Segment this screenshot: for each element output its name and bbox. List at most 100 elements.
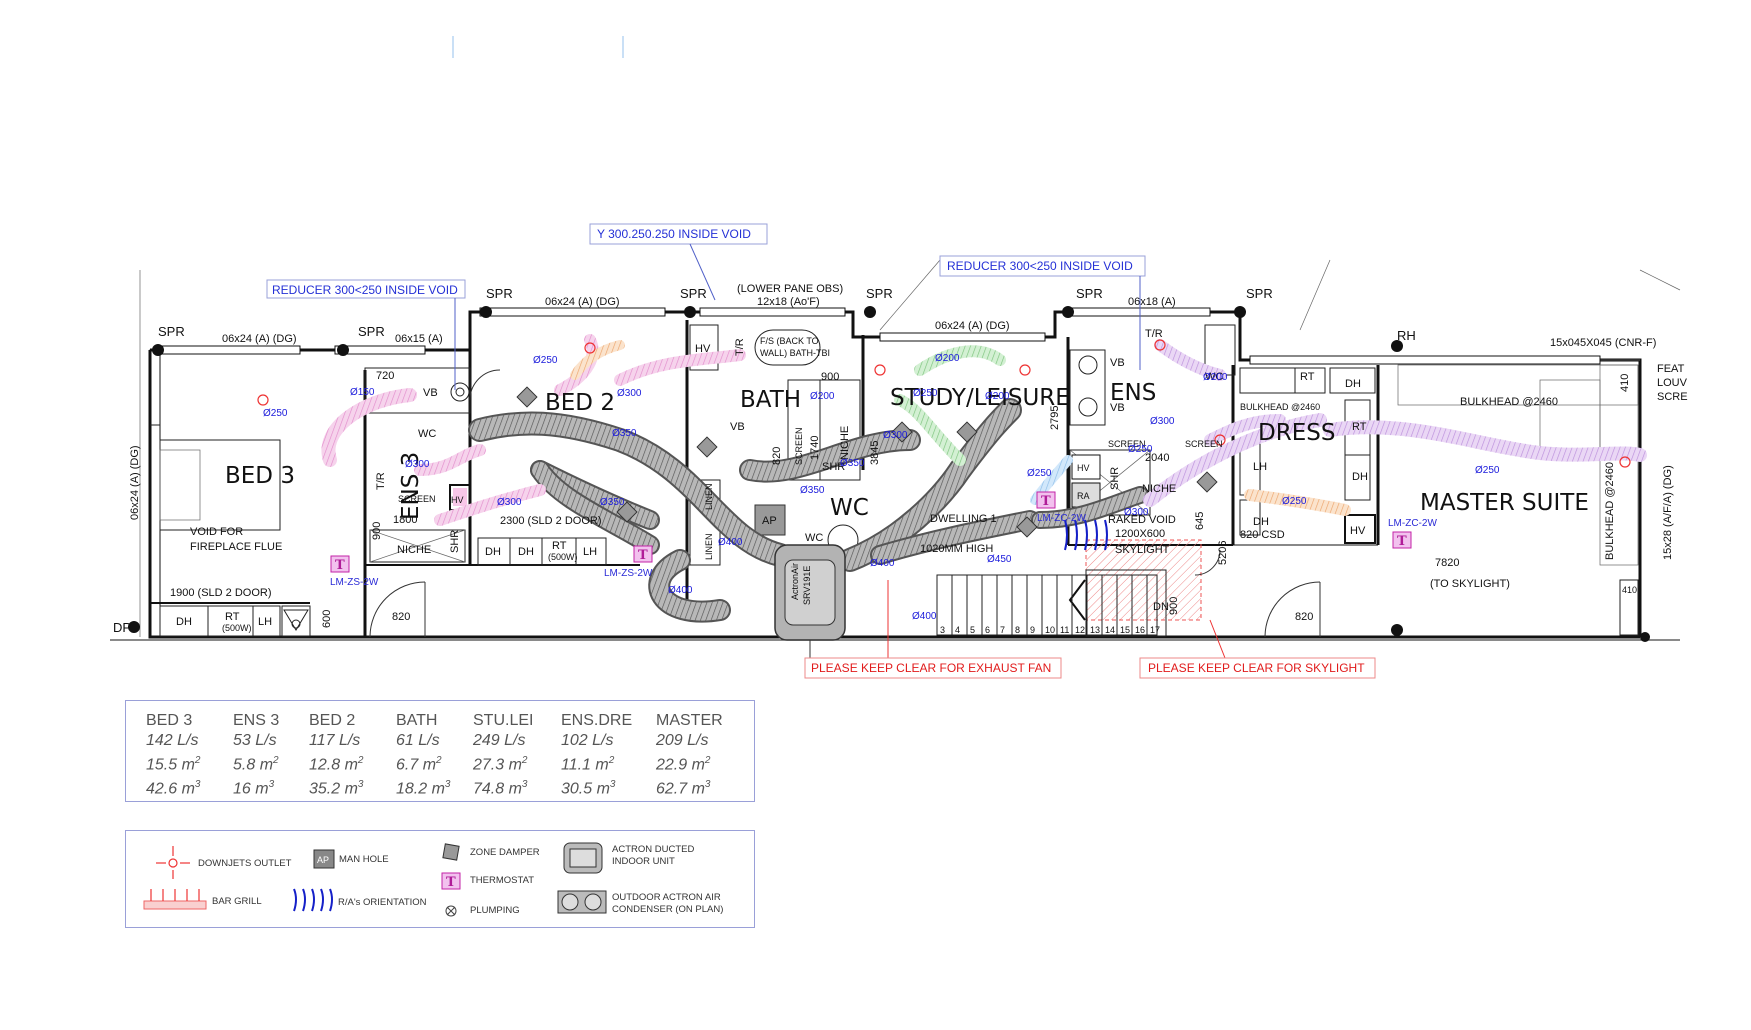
label-shr-3: SHR (1109, 467, 1121, 490)
note-skylight: PLEASE KEEP CLEAR FOR SKYLIGHT (1139, 619, 1376, 679)
label-fs2: WALL) BATH-TBI (760, 348, 830, 358)
label-tr-3: T/R (1145, 328, 1163, 340)
stair-number: 11 (1060, 625, 1069, 635)
room-dress: DRESS (1258, 420, 1335, 446)
legend-outdoor1: OUTDOOR ACTRON AIR (612, 892, 721, 903)
dia-150: Ø150 (350, 387, 375, 398)
stair-number: 6 (985, 625, 990, 635)
ra-orientation-icon (293, 888, 333, 912)
label-screen-4: SCREEN (1185, 439, 1223, 449)
thermostat-2: T LM-ZS-2W (604, 545, 653, 579)
ra-orientation-arrows (1064, 519, 1108, 551)
spr-points (128, 306, 1650, 642)
room-bed3: BED 3 (225, 463, 295, 489)
label-dh-2: DH (485, 546, 501, 558)
room-study: STUDY/LEISURE (890, 385, 1070, 411)
room-bed2: BED 2 (545, 390, 615, 416)
label-rt-4: RT (1352, 421, 1367, 433)
label-820: 820 (771, 447, 783, 465)
label-fea3: SCRE (1657, 391, 1688, 403)
label-rt-sub-1: (500W) (222, 623, 252, 633)
legend-thermostat: THERMOSTAT (470, 875, 535, 886)
dia-300e: Ø300 (1124, 507, 1149, 518)
schedule-flow: 61 L/s (396, 732, 440, 749)
spr-label-6: SPR (1076, 286, 1103, 301)
dia-250a: Ø250 (263, 408, 288, 419)
legend: AP T DOWNJETS OUTLET BAR GRILL MAN HOLE … (125, 830, 755, 928)
actron-unit-icon (563, 842, 603, 874)
rh-label: RH (1397, 328, 1416, 343)
thermostat-4: T LM-ZC-2W (1388, 518, 1437, 549)
thermostat-4-label: LM-ZC-2W (1388, 518, 1437, 529)
plumping-icon (445, 905, 457, 917)
note-exhaust: PLEASE KEEP CLEAR FOR EXHAUST FAN (804, 580, 1062, 679)
label-900-c: 900 (1168, 597, 1180, 615)
schedule-volume: 42.6 m3 (146, 779, 201, 798)
label-820csd: 820 CSD (1240, 529, 1285, 541)
actron-brand: ActronAir (790, 563, 800, 600)
label-rt-1: RT (225, 611, 240, 623)
stair-number: 8 (1015, 625, 1020, 635)
dia-250b: Ø250 (533, 355, 558, 366)
label-lh-3: LH (1253, 461, 1267, 473)
dp-label: DP (113, 620, 131, 635)
label-900-b: 900 (821, 371, 839, 383)
dia-350d: Ø350 (800, 485, 825, 496)
legend-outdoor2: CONDENSER (ON PLAN) (612, 904, 724, 915)
thermostat-3-label: LM-ZC-2W (1037, 513, 1086, 524)
svg-text:Y 300.250.250 INSIDE VOID: Y 300.250.250 INSIDE VOID (597, 227, 751, 241)
svg-text:T: T (446, 875, 456, 890)
svg-text:T: T (638, 548, 648, 563)
svg-text:PLEASE KEEP CLEAR FOR EXHAUST: PLEASE KEEP CLEAR FOR EXHAUST FAN (811, 661, 1051, 675)
label-410-a: 410 (1619, 374, 1631, 392)
label-dh-6: DH (1352, 471, 1368, 483)
legend-manhole: MAN HOLE (339, 854, 389, 865)
schedule-room: ENS 3 (233, 712, 280, 729)
label-1800: 1800 (393, 514, 417, 526)
label-dh-5: DH (1253, 516, 1269, 528)
stair-number: 13 (1090, 625, 1100, 635)
window-label-2: 06x15 (A) (395, 333, 443, 345)
label-wc-1: WC (418, 428, 436, 440)
label-shr-1: SHR (449, 530, 461, 553)
legend-plumping: PLUMPING (470, 905, 520, 916)
label-rt-3: RT (1300, 371, 1315, 383)
dia-300c: Ø300 (497, 497, 522, 508)
label-raked: RAKED VOID (1108, 514, 1176, 526)
label-screen-3: SCREEN (1108, 439, 1146, 449)
window-label-side-right1: BULKHEAD @2460 (1604, 462, 1616, 560)
label-5206: 5206 (1217, 541, 1229, 565)
thermostat-1: T LM-ZS-2W (330, 555, 379, 588)
dia-400b: Ø400 (668, 585, 693, 596)
schedule-room: BED 2 (309, 712, 356, 729)
label-fea2: LOUV (1657, 377, 1688, 389)
stair (936, 574, 1158, 636)
schedule-volume: 16 m3 (233, 779, 275, 798)
schedule-area: 5.8 m2 (233, 755, 279, 774)
spr-label-5: SPR (866, 286, 893, 301)
label-ensdress-wc: WC (1205, 371, 1223, 383)
window-label-5: 12x18 (Ao'F) (757, 296, 820, 308)
svg-text:REDUCER 300<250 INSIDE VOID: REDUCER 300<250 INSIDE VOID (947, 259, 1133, 273)
dia-450: Ø450 (987, 554, 1012, 565)
label-tr-2: T/R (734, 338, 746, 356)
stair-number: 3 (940, 625, 945, 635)
actron-model: SRV191E (802, 566, 812, 605)
label-vb-4: VB (1110, 402, 1125, 414)
label-hv-2: HV (695, 343, 711, 355)
schedule-volume: 62.7 m3 (656, 779, 711, 798)
thermostat-3: T LM-ZC-2W (1036, 491, 1086, 524)
dia-400d: Ø400 (912, 611, 937, 622)
stair-number: 14 (1105, 625, 1115, 635)
schedule-room: BED 3 (146, 712, 193, 729)
dia-400c: Ø400 (870, 558, 895, 569)
legend-symbols: AP T (143, 842, 607, 917)
schedule-volume: 35.2 m3 (309, 779, 364, 798)
label-fs: F/S (BACK TO (760, 336, 819, 346)
stair-number: 9 (1030, 625, 1035, 635)
